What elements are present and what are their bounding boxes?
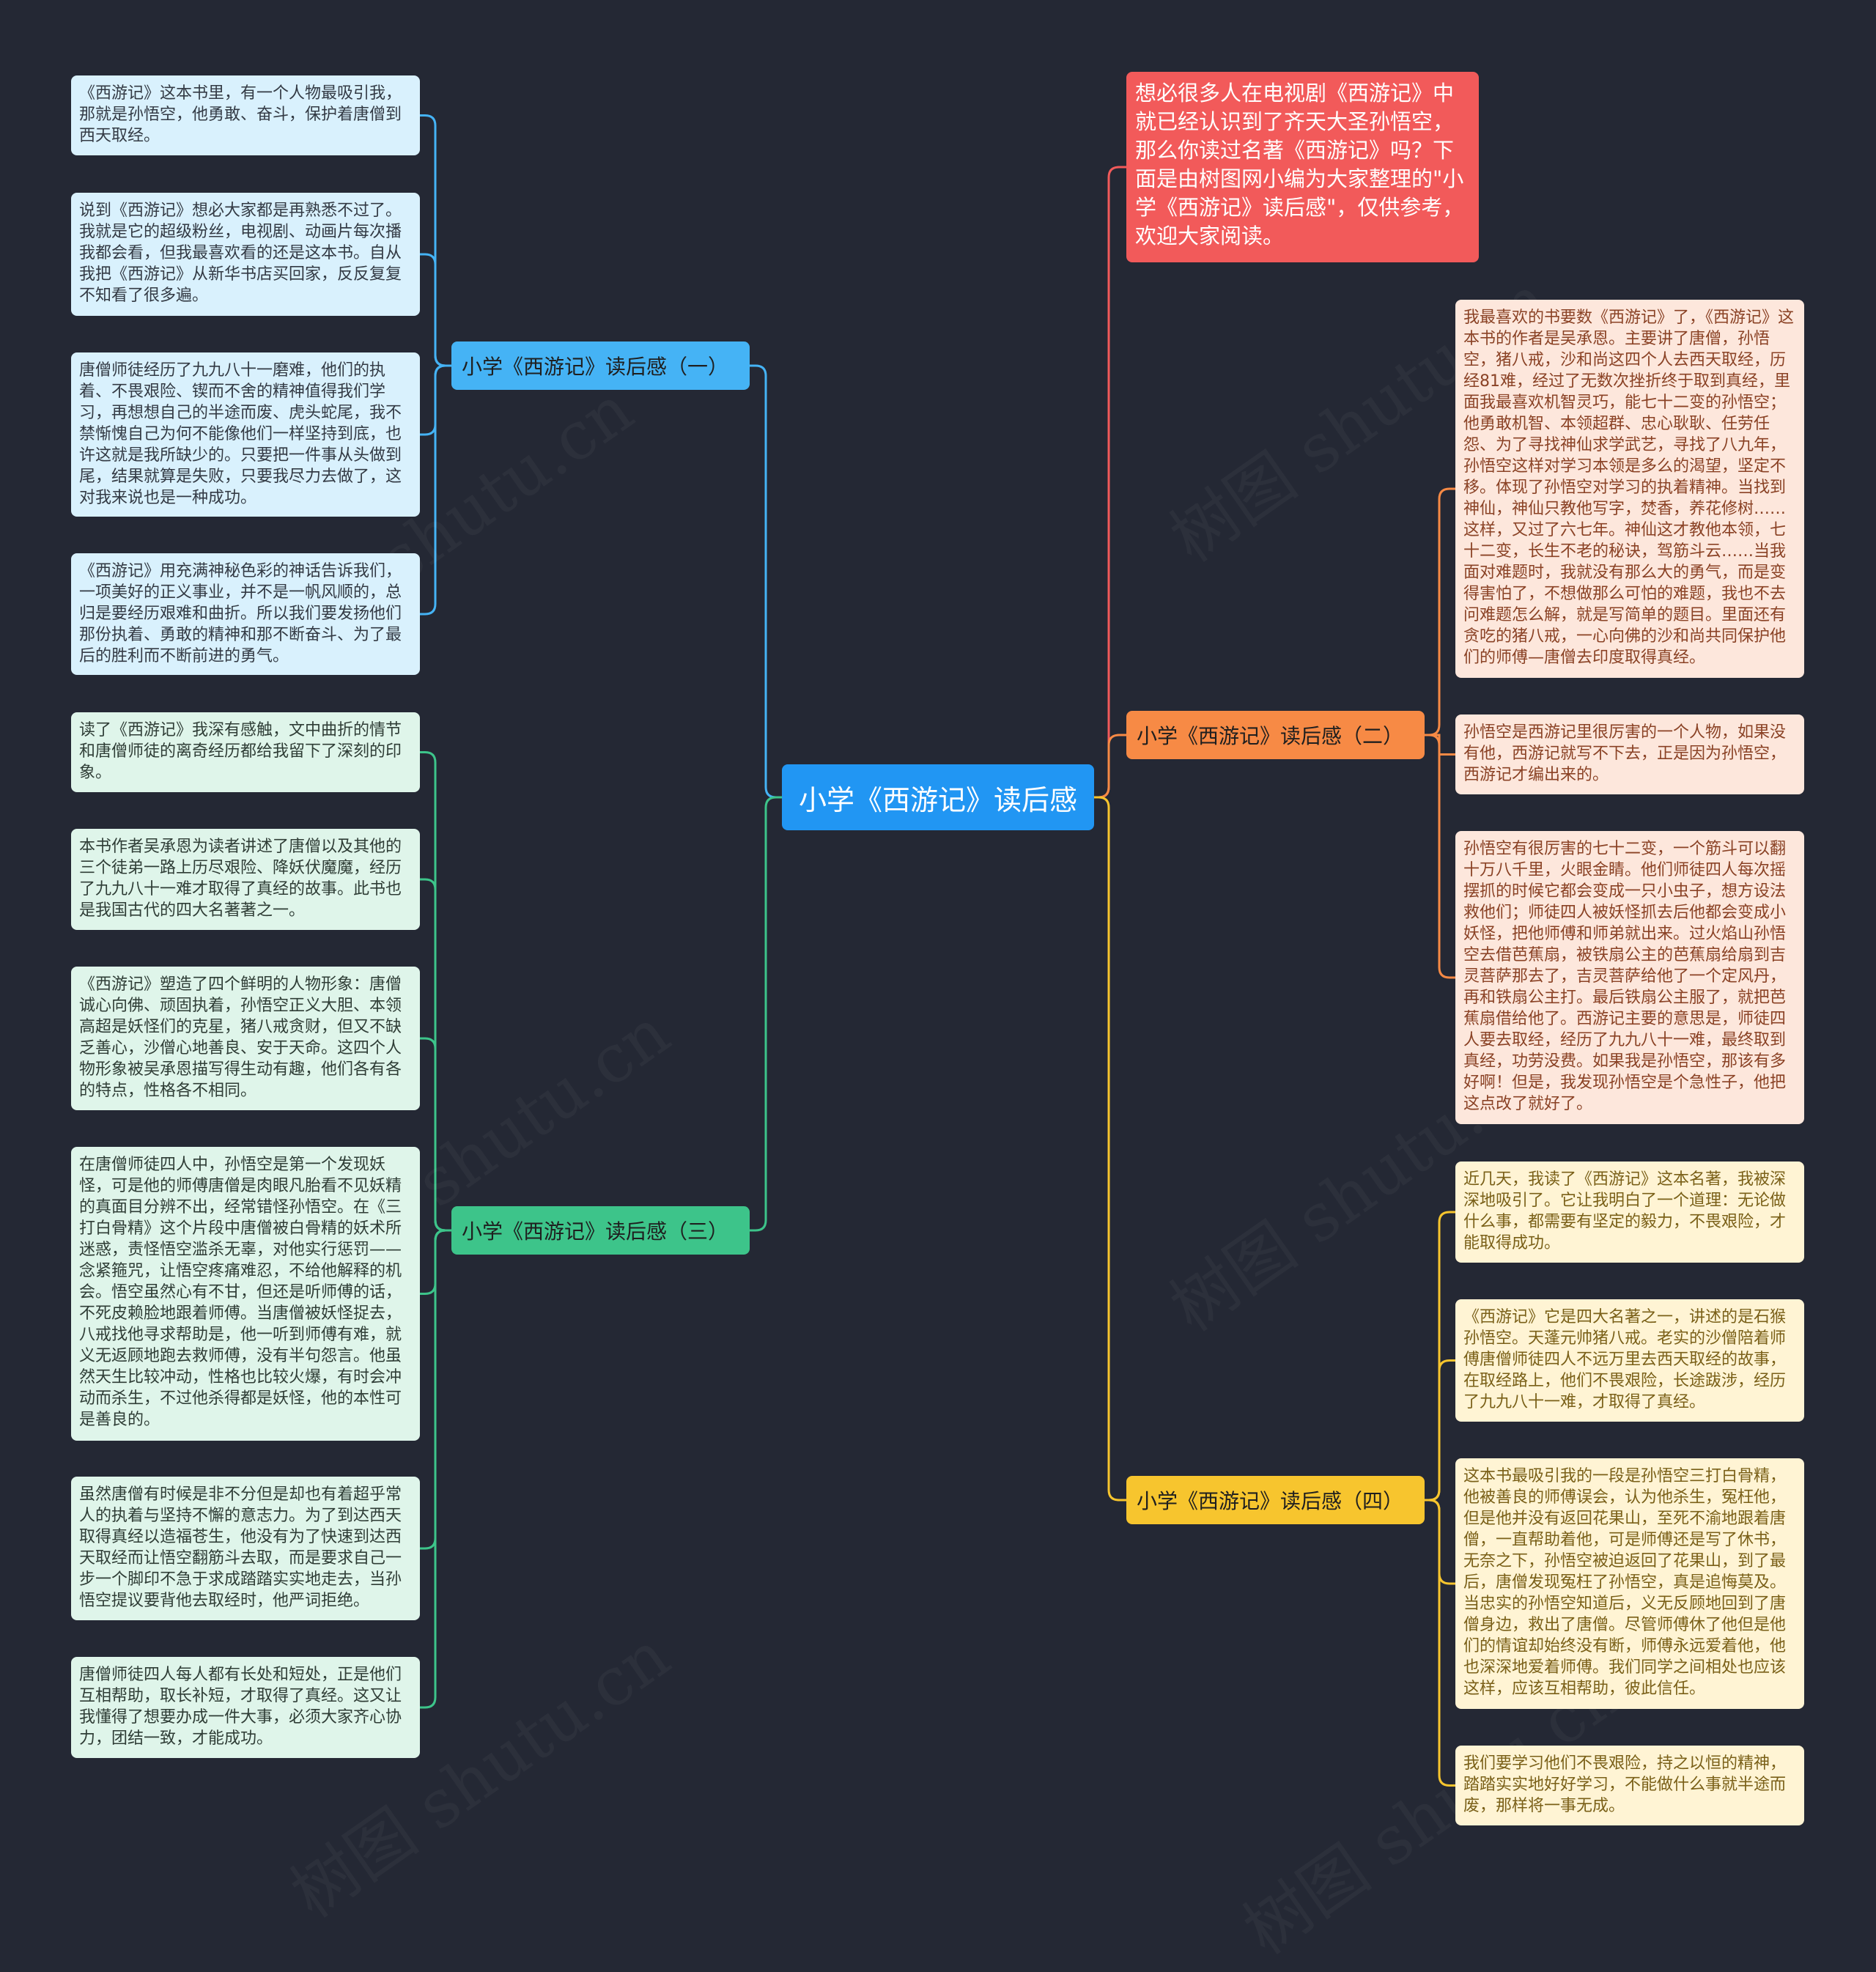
leaf-1-4[interactable]: 《西游记》用充满神秘色彩的神话告诉我们，一项美好的正义事业，并不是一帆风顺的，总… <box>71 553 420 675</box>
leaf-4-2[interactable]: 《西游记》它是四大名著之一，讲述的是石猴孙悟空。天蓬元帅猪八戒。老实的沙僧陪着师… <box>1455 1299 1804 1422</box>
leaf-3-6[interactable]: 唐僧师徒四人每人都有长处和短处，正是他们互相帮助，取长补短，才取得了真经。这又让… <box>71 1657 420 1758</box>
leaf-1-1[interactable]: 《西游记》这本书里，有一个人物最吸引我，那就是孙悟空，他勇敢、奋斗，保护着唐僧到… <box>71 75 420 155</box>
connector-line <box>1094 166 1126 799</box>
connector-line <box>420 253 451 367</box>
connector-line <box>420 1229 451 1709</box>
leaf-3-1[interactable]: 读了《西游记》我深有感触，文中曲折的情节和唐僧师徒的离奇经历都给我留下了深刻的印… <box>71 712 420 792</box>
leaf-4-1[interactable]: 近几天，我读了《西游记》这本名著，我被深深地吸引了。它让我明白了一个道理：无论做… <box>1455 1162 1804 1263</box>
leaf-2-3[interactable]: 孙悟空有很厉害的七十二变，一个筋斗可以翻十万八千里，火眼金睛。他们师徒四人每次摇… <box>1455 831 1804 1124</box>
leaf-2-2[interactable]: 孙悟空是西游记里很厉害的一个人物，如果没有他，西游记就写不下去，正是因为孙悟空，… <box>1455 714 1804 794</box>
leaf-4-4[interactable]: 我们要学习他们不畏艰险，持之以恒的精神，踏踏实实地好好学习，不能做什么事就半途而… <box>1455 1746 1804 1825</box>
branch-1[interactable]: 小学《西游记》读后感（一） <box>451 341 750 390</box>
connector-line <box>1425 487 1455 736</box>
leaf-3-3[interactable]: 《西游记》塑造了四个鲜明的人物形象：唐僧诚心向佛、顽固执着，孙悟空正义大胆、本领… <box>71 967 420 1110</box>
connector-line <box>1094 734 1126 799</box>
branch-4[interactable]: 小学《西游记》读后感（四） <box>1126 1476 1425 1524</box>
leaf-3-2[interactable]: 本书作者吴承恩为读者讲述了唐僧以及其他的三个徒弟一路上历尽艰险、降妖伏魔魔，经历… <box>71 829 420 930</box>
connector-line <box>1425 1359 1455 1502</box>
branch-3[interactable]: 小学《西游记》读后感（三） <box>451 1206 750 1255</box>
leaf-1-3[interactable]: 唐僧师徒经历了九九八十一磨难，他们的执着、不畏艰险、锲而不舍的精神值得我们学习，… <box>71 352 420 517</box>
connector-line <box>420 1037 451 1232</box>
branch-2[interactable]: 小学《西游记》读后感（二） <box>1126 711 1425 759</box>
connector-line <box>1425 1499 1455 1787</box>
leaf-1-2[interactable]: 说到《西游记》想必大家都是再熟悉不过了。我就是它的超级粉丝，电视剧、动画片每次播… <box>71 193 420 316</box>
connector-line <box>1094 796 1126 1502</box>
leaf-4-3[interactable]: 这本书最吸引我的一段是孙悟空三打白骨精，他被善良的师傅误会，认为他杀生，冤枉他，… <box>1455 1458 1804 1709</box>
leaf-3-4[interactable]: 在唐僧师徒四人中，孙悟空是第一个发现妖怪，可是他的师傅唐僧是肉眼凡胎看不见妖精的… <box>71 1147 420 1441</box>
leaf-2-1[interactable]: 我最喜欢的书要数《西游记》了，《西游记》这本书的作者是吴承恩。主要讲了唐僧，孙悟… <box>1455 300 1804 678</box>
connector-line <box>750 364 782 799</box>
leaf-3-5[interactable]: 虽然唐僧有时候是非不分但是却也有着超乎常人的执着与坚持不懈的意志力。为了到达西天… <box>71 1477 420 1620</box>
root-topic[interactable]: 小学《西游记》读后感 <box>782 764 1094 830</box>
connector-lines <box>420 114 1455 1787</box>
intro-note[interactable]: 想必很多人在电视剧《西游记》中就已经认识到了齐天大圣孙悟空，那么你读过名著《西游… <box>1126 72 1479 262</box>
connector-line <box>420 364 451 616</box>
connector-line <box>1425 734 1455 979</box>
connector-line <box>750 796 782 1232</box>
